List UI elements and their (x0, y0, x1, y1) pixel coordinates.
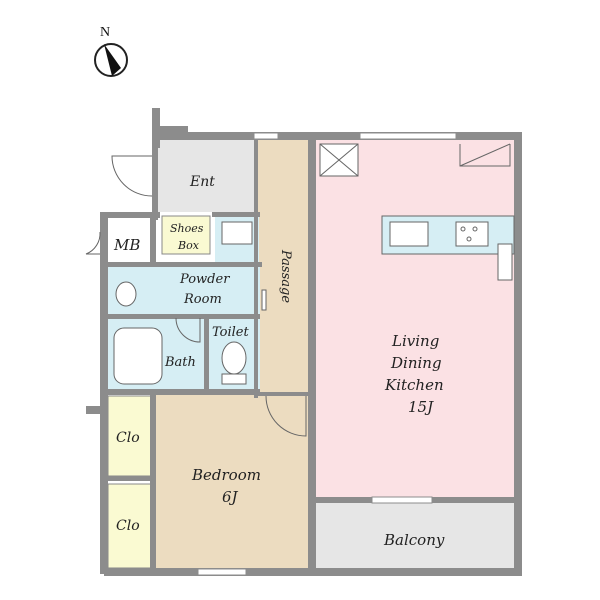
shoes-box-label-1: Shoes (170, 222, 204, 235)
fixtures (113, 143, 515, 385)
toilet-tank-icon (221, 373, 247, 385)
bathtub-icon (113, 327, 163, 385)
ldk-label-4: 15J (408, 398, 434, 416)
entrance-floor (158, 140, 254, 212)
shoes-box (161, 215, 211, 255)
closet-lower-label: Clo (116, 518, 140, 534)
shoes-box-label-2: Box (177, 239, 200, 252)
doors (85, 155, 307, 437)
passage-floor (256, 140, 310, 394)
bedroom-floor (154, 394, 310, 570)
entrance-label: Ent (189, 174, 215, 190)
compass-needle-icon (104, 44, 121, 76)
powder-room-label-2: Room (183, 292, 222, 307)
balcony-label: Balcony (383, 531, 445, 549)
compass-north-label: N (100, 25, 110, 40)
powder-cabinet-icon (221, 221, 253, 245)
room-labels: Ent Shoes Box MB Passage Powder Room Toi… (113, 174, 445, 549)
bedroom-label-1: Bedroom (191, 466, 261, 484)
toilet-bowl-icon (221, 341, 247, 375)
closet-upper-label: Clo (116, 430, 140, 446)
meter-box-label: MB (113, 236, 140, 254)
windows (197, 132, 457, 576)
ldk-floor (316, 138, 516, 498)
bath-label: Bath (164, 355, 196, 370)
compass: N (94, 25, 128, 77)
bedroom-label-2: 6J (222, 488, 239, 506)
fridge-space (497, 243, 513, 281)
ldk-label-1: Living (391, 332, 439, 350)
passage-label: Passage (278, 249, 293, 303)
bedroom-door (265, 395, 307, 437)
stove-icon (455, 221, 489, 247)
sink-icon (389, 221, 429, 247)
entrance-door (111, 155, 153, 197)
powder-room-label-1: Powder (179, 272, 230, 287)
bath-door (175, 317, 201, 343)
meter-box-door (85, 231, 101, 255)
corner-cabinet (459, 144, 511, 167)
balcony-floor (316, 502, 516, 568)
toilet-label: Toilet (212, 325, 249, 340)
wall-switch (261, 289, 267, 311)
meter-box (108, 218, 154, 264)
ldk-label-3: Kitchen (384, 376, 444, 394)
ldk-label-2: Dining (390, 354, 442, 372)
washbasin-icon (115, 281, 137, 307)
